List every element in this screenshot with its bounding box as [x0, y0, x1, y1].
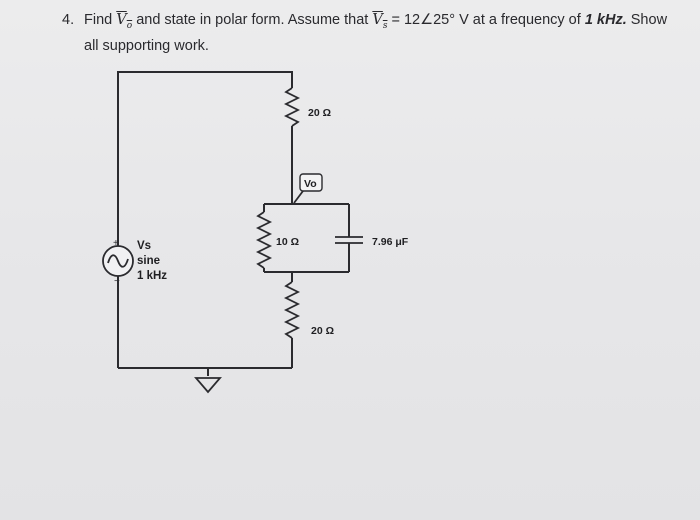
source-plus-sign: + [113, 238, 119, 249]
wire-top-left [117, 71, 293, 246]
r-top-value-label: 20 Ω [308, 107, 331, 119]
source-type-label: sine [137, 255, 160, 267]
vs-phasor-symbol: Vs [372, 12, 388, 31]
r-middle-value-label: 10 Ω [276, 236, 299, 248]
question-intro: Find [84, 12, 113, 28]
resistor-bottom-20ohm [283, 281, 301, 339]
vo-probe-box [299, 173, 323, 192]
source-minus-sign: − [114, 276, 120, 287]
question-number: 4. [62, 12, 75, 28]
question-condition: = 12∠25° V at a frequency of [391, 12, 581, 28]
question-text: Find Vo and state in polar form. Assume … [84, 10, 682, 56]
vo-probe-lead [293, 190, 304, 204]
capacitor-value-label: 7.96 μF [372, 236, 409, 248]
source-name-label: Vs [137, 240, 151, 252]
question-tail: Show all supporting work. [84, 12, 668, 54]
source-frequency-label: 1 kHz [137, 270, 167, 282]
ground-icon [194, 377, 222, 394]
resistor-top-20ohm [283, 87, 301, 127]
r-bottom-value-label: 20 Ω [311, 325, 334, 337]
sine-wave-icon [107, 254, 129, 268]
vo-probe-label: Vo [304, 178, 317, 190]
resistor-middle-10ohm [255, 211, 273, 269]
question-frequency: 1 kHz. [584, 12, 627, 28]
vo-phasor-symbol: Vo [116, 12, 133, 31]
question-mid: and state in polar form. Assume that [136, 12, 369, 28]
